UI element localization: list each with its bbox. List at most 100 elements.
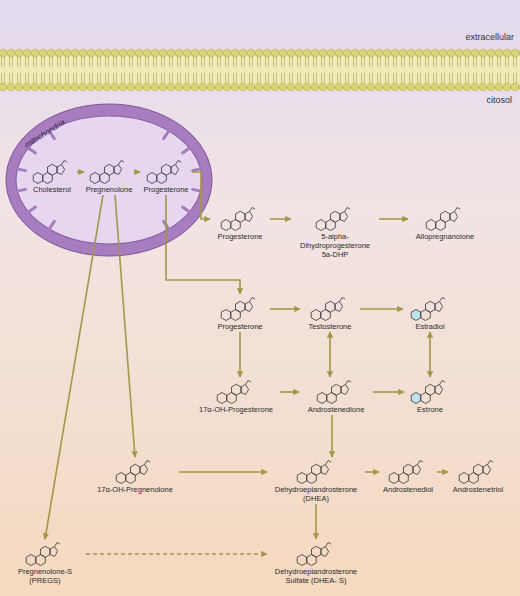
lipid-head	[231, 83, 239, 91]
molecule-name: Testosterone	[301, 322, 359, 331]
lipid-head	[431, 83, 439, 91]
lipid-head	[15, 83, 23, 91]
lipid-tail	[212, 56, 213, 67]
lipid-head	[111, 83, 119, 91]
crista	[28, 207, 35, 212]
molecule-name: Androstenediol	[380, 485, 436, 494]
lipid-tail	[113, 73, 114, 84]
lipid-tail	[308, 56, 309, 67]
lipid-tail	[41, 73, 42, 84]
lipid-head	[175, 49, 183, 57]
lipid-tail	[268, 73, 269, 84]
lipid-tail	[497, 56, 498, 67]
steroid-ring	[245, 302, 253, 312]
lipid-head	[23, 49, 31, 57]
lipid-tail	[329, 73, 330, 84]
steroid-ring	[217, 393, 227, 404]
lipid-tail	[281, 56, 282, 67]
lipid-tail	[241, 56, 242, 67]
lipid-head	[247, 49, 255, 57]
lipid-tail	[116, 73, 117, 84]
molecule-name: Progesterone	[141, 185, 191, 194]
molecule-node: 17α-OH-Pregnenolone	[92, 458, 178, 494]
steroid-ring	[435, 385, 443, 395]
lipid-tail	[132, 73, 133, 84]
lipid-tail	[516, 56, 517, 67]
lipid-tail	[505, 73, 506, 84]
lipid-tail	[196, 56, 197, 67]
lipid-head	[135, 49, 143, 57]
lipid-tail	[33, 73, 34, 84]
lipid-tail	[412, 73, 413, 84]
molecule-node: Testosterone	[301, 295, 359, 331]
side-chain	[340, 298, 346, 302]
lipid-tail	[57, 73, 58, 84]
steroid-ring	[114, 165, 122, 175]
lipid-tail	[220, 56, 221, 67]
steroid-ring	[340, 212, 348, 222]
lipid-tail	[196, 73, 197, 84]
steroid-ring	[245, 212, 253, 222]
steroid-ring	[147, 173, 157, 184]
side-chain	[440, 298, 446, 302]
lipid-tail	[121, 73, 122, 84]
steroid-ring	[48, 164, 58, 175]
molecule-node: Dehydroepiandrosterone Sulfate (DHEA- S)	[268, 540, 364, 585]
molecule-node: Estrone	[405, 378, 455, 414]
lipid-head	[319, 83, 327, 91]
lipid-tail	[33, 56, 34, 67]
lipid-tail	[249, 56, 250, 67]
mitochondrion: mitochondriaCholesterolPregnenoloneProge…	[4, 100, 214, 260]
lipid-tail	[500, 73, 501, 84]
lipid-tail	[364, 73, 365, 84]
lipid-tail	[292, 56, 293, 67]
lipid-tail	[12, 56, 13, 67]
lipid-tail	[321, 56, 322, 67]
lipid-tail	[188, 73, 189, 84]
lipid-tail	[92, 56, 93, 67]
lipid-tail	[468, 73, 469, 84]
lipid-tail	[500, 56, 501, 67]
lipid-tail	[481, 73, 482, 84]
lipid-tail	[1, 73, 2, 84]
lipid-tail	[28, 56, 29, 67]
crista	[183, 148, 190, 153]
lipid-tail	[25, 73, 26, 84]
steroid-structure	[295, 540, 337, 567]
lipid-tail	[204, 73, 205, 84]
lipid-head	[95, 83, 103, 91]
molecule-name: Progesterone	[211, 322, 269, 331]
lipid-tail	[516, 73, 517, 84]
lipid-head	[63, 83, 71, 91]
lipid-tail	[209, 73, 210, 84]
lipid-head	[383, 49, 391, 57]
lipid-head	[263, 83, 271, 91]
lipid-head	[519, 49, 520, 57]
lipid-head	[7, 49, 15, 57]
lipid-tail	[329, 56, 330, 67]
lipid-head	[215, 49, 223, 57]
lipid-tail	[25, 56, 26, 67]
steroid-ring	[413, 465, 421, 475]
lipid-tail	[52, 56, 53, 67]
lipid-tail	[297, 73, 298, 84]
lipid-head	[471, 83, 479, 91]
steroid-ring	[26, 555, 36, 566]
lipid-head	[511, 49, 519, 57]
lipid-tail	[513, 56, 514, 67]
reaction-arrow	[429, 332, 431, 377]
lipid-head	[279, 49, 287, 57]
lipid-head	[399, 83, 407, 91]
steroid-ring	[241, 385, 249, 395]
lipid-tail	[49, 73, 50, 84]
lipid-tail	[217, 56, 218, 67]
steroid-structure	[314, 205, 356, 232]
lipid-tail	[89, 56, 90, 67]
steroid-ring	[33, 173, 43, 184]
molecule-name: 17α-OH-Progesterone	[193, 405, 279, 414]
lipid-head	[23, 83, 31, 91]
lipid-head	[263, 49, 271, 57]
lipid-tail	[289, 56, 290, 67]
lipid-tail	[124, 73, 125, 84]
lipid-head	[223, 49, 231, 57]
